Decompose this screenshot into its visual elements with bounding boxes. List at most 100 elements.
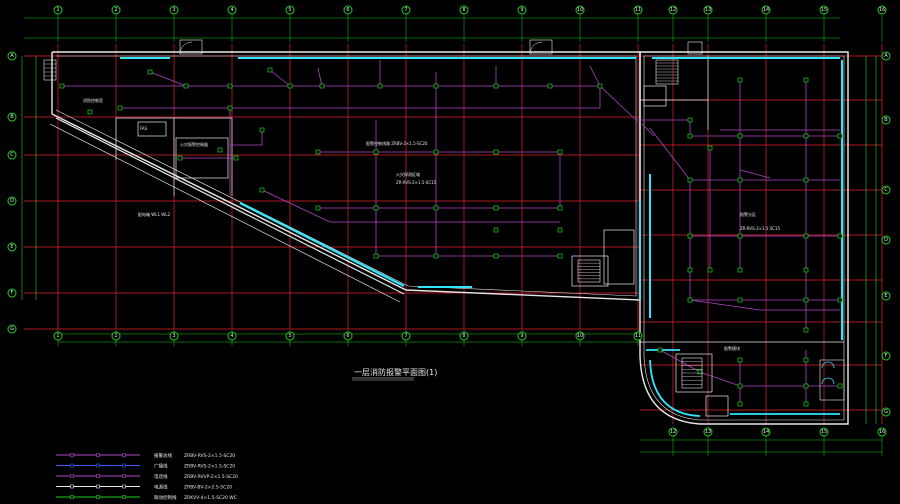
axis-label: 3 bbox=[172, 333, 175, 339]
axis-label: B bbox=[10, 114, 14, 120]
dimension-lines bbox=[21, 14, 883, 456]
detector bbox=[837, 133, 843, 139]
axis-label: B bbox=[884, 117, 888, 123]
detector bbox=[287, 83, 293, 89]
door-opening bbox=[687, 41, 703, 55]
detector bbox=[315, 149, 321, 155]
wiring-run bbox=[269, 69, 291, 87]
legend-marker bbox=[96, 453, 100, 457]
detector bbox=[837, 297, 843, 303]
axis-label: 13 bbox=[705, 7, 711, 13]
axis-bubble bbox=[7, 324, 17, 334]
detector bbox=[493, 149, 499, 155]
axis-label: 9 bbox=[520, 333, 523, 339]
axis-bubble bbox=[53, 5, 63, 15]
detector bbox=[233, 155, 239, 161]
annotation-detect-area: 火灾探测区域 bbox=[396, 171, 420, 177]
wiring-run bbox=[636, 119, 840, 137]
elevator-room bbox=[705, 395, 729, 417]
axis-label: 16 bbox=[879, 429, 885, 435]
entry-door bbox=[821, 361, 835, 385]
axis-bubble bbox=[7, 242, 17, 252]
detector bbox=[557, 253, 563, 259]
detector bbox=[687, 177, 693, 183]
legend-marker bbox=[96, 484, 100, 489]
legend-label: 报警总线 bbox=[154, 452, 172, 459]
axis-bubble bbox=[227, 5, 237, 15]
axis-bubble bbox=[459, 5, 469, 15]
detector bbox=[493, 83, 499, 89]
detector bbox=[259, 127, 265, 133]
axis-label: 8 bbox=[462, 333, 465, 339]
axis-bubble bbox=[761, 427, 771, 437]
annotation-wire-spec-1: ZR-RVS-2×1.5-SC15 bbox=[396, 180, 437, 185]
wiring-run bbox=[589, 65, 601, 87]
legend-spec: ZRBV-RVS-2×1.5-SC20 bbox=[184, 453, 235, 459]
stairs-and-rooms bbox=[43, 39, 845, 401]
axis-label: 3 bbox=[172, 7, 175, 13]
legend-marker bbox=[70, 474, 74, 478]
detector bbox=[147, 69, 153, 75]
axis-bubble bbox=[401, 5, 411, 15]
axis-label: 11 bbox=[635, 7, 641, 13]
detector bbox=[493, 253, 499, 259]
outer-wall-right bbox=[639, 51, 849, 425]
detector bbox=[803, 233, 809, 239]
detector bbox=[837, 383, 843, 389]
detector bbox=[493, 205, 499, 211]
detector bbox=[803, 327, 809, 333]
axis-bubble bbox=[169, 331, 179, 341]
axis-label: 6 bbox=[346, 7, 349, 13]
axis-bubble bbox=[343, 331, 353, 341]
axis-bubble bbox=[517, 5, 527, 15]
axis-bubble bbox=[633, 5, 643, 15]
stair-middle bbox=[577, 259, 601, 283]
detector bbox=[687, 133, 693, 139]
detector bbox=[217, 147, 223, 153]
annotation-alarm-zone: 报警分区 bbox=[740, 211, 756, 217]
wiring-run bbox=[230, 130, 263, 146]
detector bbox=[227, 83, 233, 89]
axis-bubble bbox=[881, 351, 891, 361]
legend-label: 联动控制线 bbox=[154, 494, 177, 501]
window-strip bbox=[649, 359, 701, 417]
detector-devices bbox=[59, 67, 843, 407]
axis-label: C bbox=[884, 187, 888, 193]
detector bbox=[737, 77, 743, 83]
axis-bubble bbox=[633, 331, 643, 341]
detector bbox=[377, 83, 383, 89]
detector bbox=[547, 83, 553, 89]
detector bbox=[493, 227, 499, 233]
legend-spec: ZRBV-RVVP-2×1.5-SC20 bbox=[184, 474, 238, 480]
axis-label: 12 bbox=[670, 7, 676, 13]
detector bbox=[687, 117, 693, 123]
detector bbox=[737, 383, 743, 389]
detector bbox=[737, 133, 743, 139]
axis-label: 7 bbox=[404, 7, 407, 13]
stair-room bbox=[571, 255, 609, 287]
detector bbox=[227, 105, 233, 111]
legend-spec: ZRKVV-4×1.5-SC20 WC bbox=[184, 495, 237, 501]
axis-bubble bbox=[7, 150, 17, 160]
detector bbox=[803, 133, 809, 139]
detector bbox=[657, 347, 663, 353]
detector bbox=[87, 109, 93, 115]
fas-room bbox=[137, 121, 167, 137]
wiring-run bbox=[641, 123, 655, 137]
detector bbox=[557, 205, 563, 211]
detector bbox=[373, 205, 379, 211]
axis-label: 9 bbox=[520, 7, 523, 13]
legend-marker bbox=[122, 463, 126, 468]
axis-bubble bbox=[881, 115, 891, 125]
wiring-run bbox=[649, 127, 840, 301]
detector bbox=[803, 267, 809, 273]
axis-label: F bbox=[885, 353, 888, 359]
detector bbox=[803, 297, 809, 303]
detector bbox=[373, 149, 379, 155]
axis-label: 5 bbox=[288, 333, 291, 339]
legend-marker bbox=[96, 474, 100, 478]
axis-label: 1 bbox=[56, 7, 59, 13]
detector bbox=[433, 83, 439, 89]
inner-wall-main bbox=[55, 55, 637, 297]
axis-label: 10 bbox=[577, 7, 583, 13]
